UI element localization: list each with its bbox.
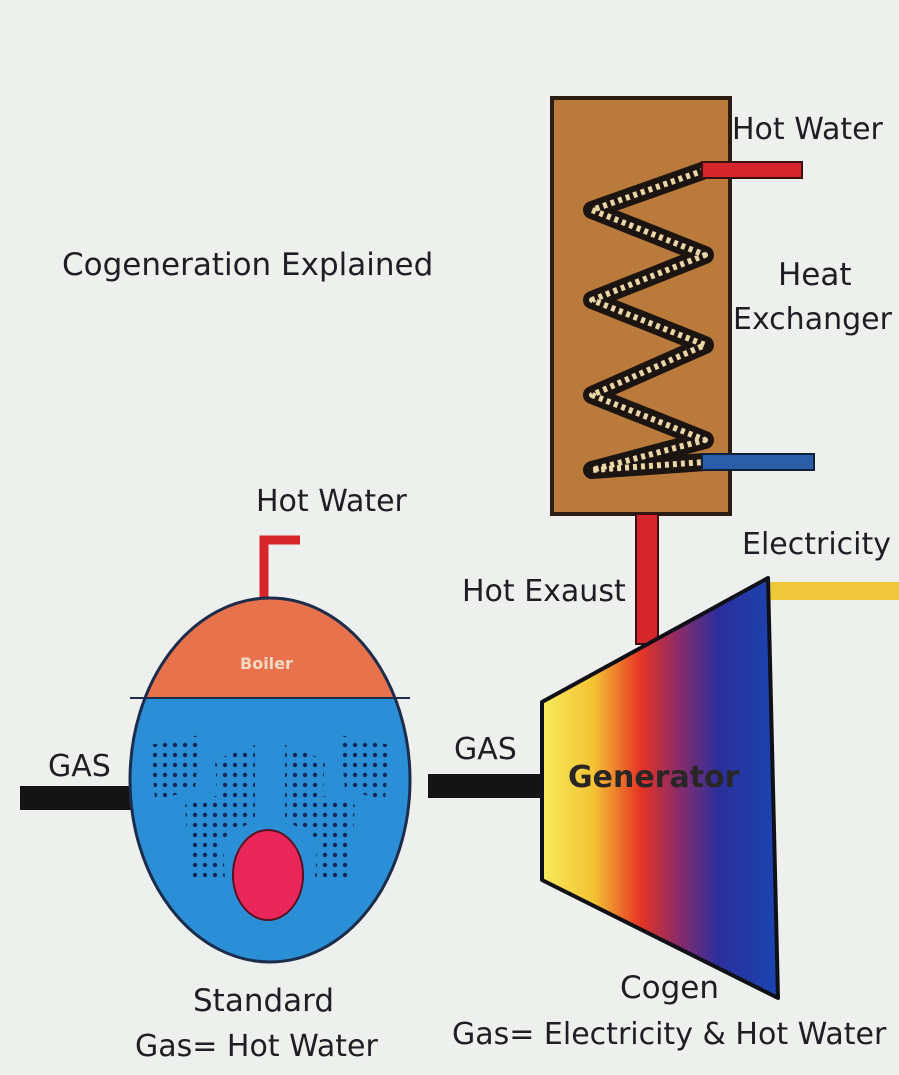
cogen-caption-line2: Gas= Electricity & Hot Water <box>452 1017 887 1052</box>
boiler-label: Boiler <box>240 654 293 673</box>
cogen-gas-label: GAS <box>454 732 517 767</box>
cold-water-inlet-pipe <box>701 453 815 471</box>
boiler-gas-pipe <box>20 786 134 810</box>
generator <box>540 576 780 1000</box>
boiler-caption-line2: Gas= Hot Water <box>135 1029 378 1064</box>
burner <box>232 829 304 921</box>
boiler-hot-water-label: Hot Water <box>256 484 407 519</box>
electricity-line <box>770 582 899 600</box>
boiler <box>128 535 412 964</box>
heat-exchanger-hot-water-label: Hot Water <box>732 112 883 147</box>
diagram-title: Cogeneration Explained <box>62 247 434 283</box>
hot-water-outlet-pipe <box>701 161 803 179</box>
heat-exchanger <box>550 96 732 516</box>
hot-exhaust-pipe <box>635 513 659 645</box>
boiler-flame-dots <box>150 735 390 880</box>
boiler-hot-water-pipe <box>259 535 300 622</box>
boiler-gas-label: GAS <box>48 749 111 784</box>
electricity-label: Electricity <box>742 527 892 562</box>
boiler-caption-line1: Standard <box>193 983 335 1019</box>
cogen-caption-line1: Cogen <box>620 970 720 1006</box>
hot-exhaust-label: Hot Exaust <box>462 574 626 609</box>
heat-exchanger-label-line1: Heat <box>778 257 852 293</box>
generator-label: Generator <box>568 760 740 795</box>
heat-exchanger-label-line2: Exchanger <box>733 302 892 337</box>
cogen-gas-pipe <box>428 774 542 798</box>
